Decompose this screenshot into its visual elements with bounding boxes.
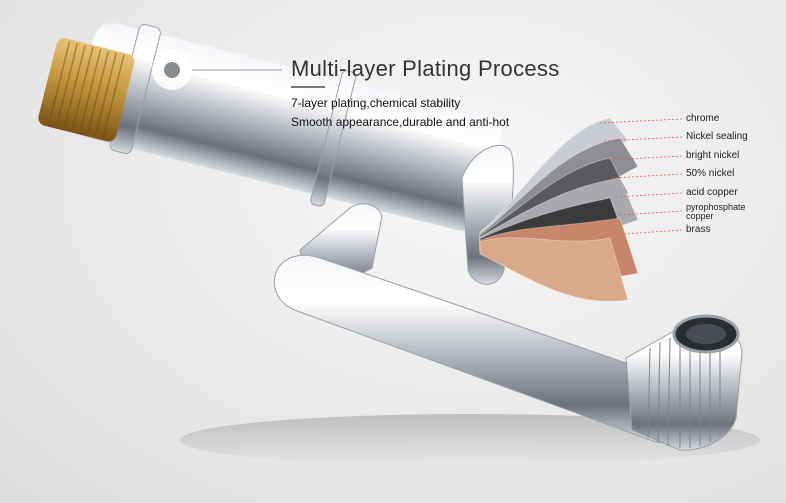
layer-label-chrome: chrome (686, 113, 720, 124)
brass-thread-end (38, 38, 135, 142)
title-underline (291, 86, 325, 88)
indicator-line-0 (599, 118, 683, 124)
indicator-line-1 (603, 136, 683, 142)
indicator-line-2 (607, 155, 683, 161)
layer-label-pyrophosphate-copper: pyrophosphate copper (686, 202, 746, 221)
layer-label-50-nickel: 50% nickel (686, 168, 735, 179)
page-title: Multi-layer Plating Process (291, 56, 560, 81)
plating-layer-6 (479, 237, 629, 302)
indicator-line-4 (615, 192, 683, 198)
callout-marker (152, 50, 282, 90)
layer-label-acid-copper: acid copper (686, 187, 738, 198)
indicator-line-6 (623, 229, 683, 235)
layer-label-brass: brass (686, 224, 711, 235)
plating-layers (479, 117, 639, 302)
layer-indicators (599, 118, 683, 235)
layer-label-nickel-sealing: Nickel sealing (686, 131, 748, 142)
feature-text-1: 7-layer plating,chemical stability (291, 96, 461, 110)
aerator-tip (625, 314, 743, 451)
feature-text-2: Smooth appearance,durable and anti-hot (291, 115, 510, 129)
layer-label-bright-nickel: bright nickel (686, 150, 740, 161)
